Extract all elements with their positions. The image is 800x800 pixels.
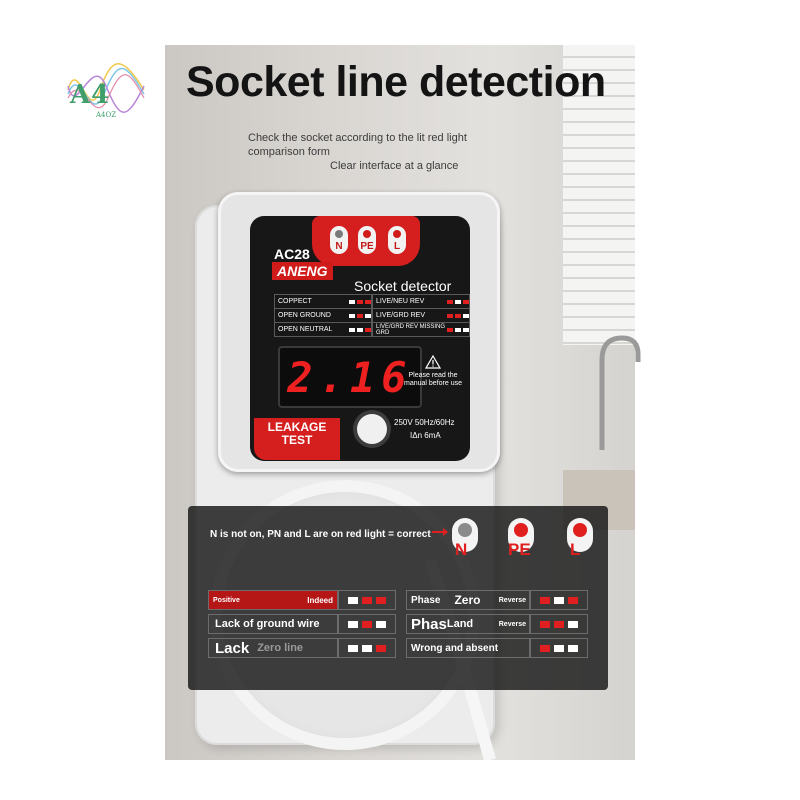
device-table-row: OPEN NEUTRAL [274, 322, 372, 337]
legend-led-pe-label: PE [508, 540, 531, 559]
leakage-test-label: LEAKAGE TEST [254, 418, 340, 460]
legend-indicator [338, 614, 396, 634]
led-indicator-n: N [330, 226, 348, 254]
device-table-row: LIVE/NEU REV [372, 294, 470, 309]
legend-led-pe [508, 518, 534, 552]
device-name: Socket detector [354, 278, 452, 294]
leakage-label-line1: LEAKAGE [267, 420, 327, 434]
manual-warning-text: Please read the manual before use [404, 372, 462, 387]
legend-indicator [530, 638, 588, 658]
window-blinds [563, 45, 635, 345]
spec-voltage: 250V 50Hz/60Hz [394, 418, 455, 427]
device-table-row: OPEN GROUND [274, 308, 372, 323]
subtitle-instructions: Check the socket according to the lit re… [248, 132, 467, 158]
legend-indicator [338, 638, 396, 658]
device-brand: ANENG [272, 262, 333, 280]
legend-led-n [452, 518, 478, 552]
legend-indicator [338, 590, 396, 610]
legend-row-positive: Positive Indeed [208, 590, 338, 610]
faucet-icon [599, 335, 641, 450]
page-title: Socket line detection [186, 58, 606, 106]
device-table-row: LIVE/GRD REV [372, 308, 470, 323]
brand-logo-waves [67, 63, 145, 113]
led-indicator-l: L [388, 226, 406, 254]
subtitle-tagline: Clear interface at a glance [330, 160, 459, 172]
device-table-row: LIVE/GRD REV MISSING GRD [372, 322, 470, 337]
arrow-right-icon [432, 528, 448, 536]
legend-row-wrong-absent: Wrong and absent [406, 638, 530, 658]
legend-row-no-neutral: Lack Zero line [208, 638, 338, 658]
legend-indicator [530, 614, 588, 634]
legend-row-phase-zero-reverse: Phase Zero Reverse [406, 590, 530, 610]
warning-icon [425, 355, 441, 369]
legend-row-phase-ground-reverse: Phas Land Reverse [406, 614, 530, 634]
legend-led-l [567, 518, 593, 552]
brand-logo-subtext: A4OZ [96, 111, 117, 119]
device-table-row: COPPECT [274, 294, 372, 309]
leakage-label-line2: TEST [281, 433, 313, 447]
led-indicator-pe: PE [358, 226, 376, 254]
lcd-display: 2.16 [278, 346, 422, 408]
legend-note: N is not on, PN and L are on red light =… [210, 529, 431, 540]
legend-indicator [530, 590, 588, 610]
brand-logo-text: A4 [70, 80, 111, 110]
legend-led-n-label: N [455, 540, 468, 559]
leakage-test-button[interactable] [357, 414, 387, 444]
device-model: AC28 [274, 246, 310, 262]
legend-row-no-ground: Lack of ground wire [208, 614, 338, 634]
spec-current: IΔn 6mA [410, 431, 441, 440]
legend-led-l-label: L [570, 540, 581, 559]
